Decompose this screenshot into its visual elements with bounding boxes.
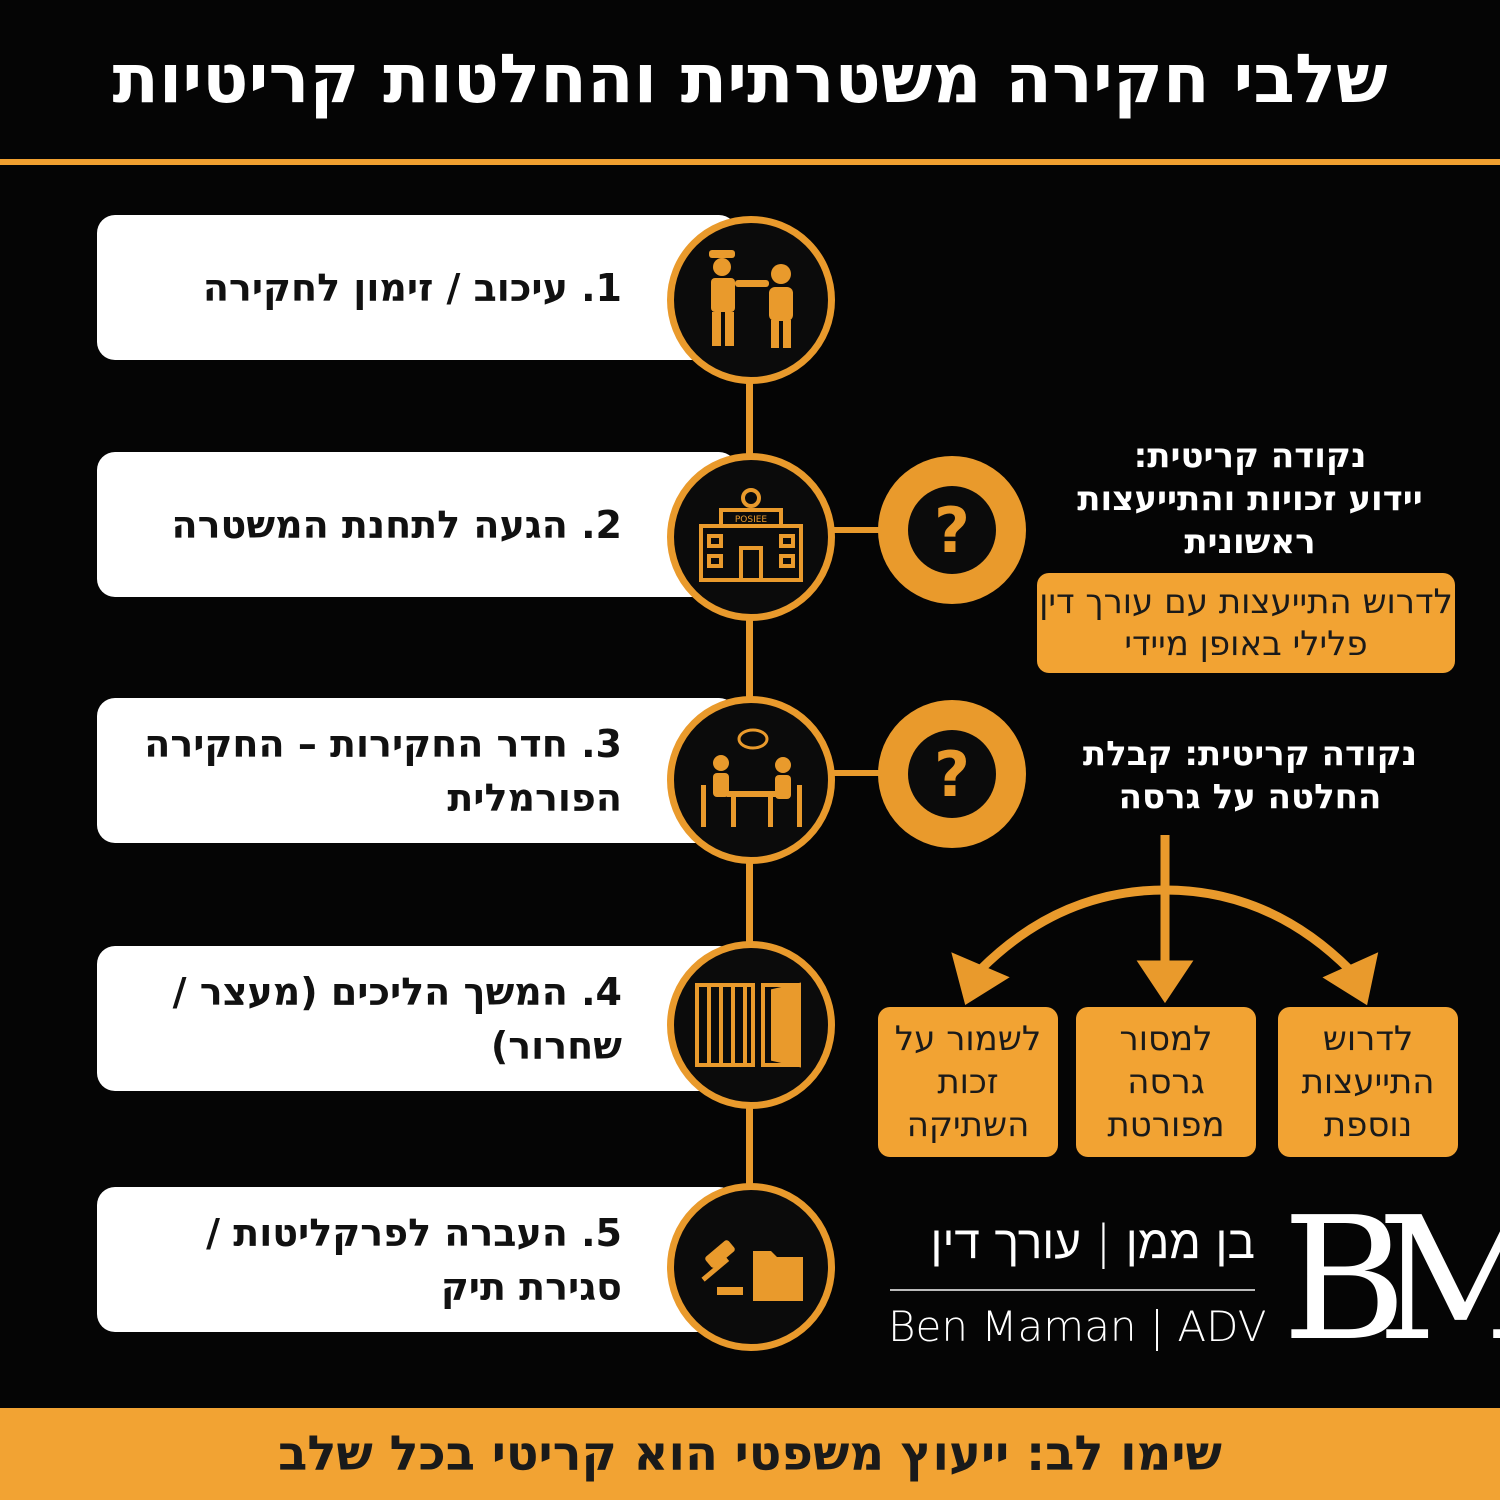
option-further-consultation: לדרוש התייעצות נוספת [1278, 1007, 1458, 1157]
option-silence: לשמור על זכות השתיקה [878, 1007, 1058, 1157]
step-card-2: 2. הגעה לתחנת המשטרה [97, 452, 737, 597]
footer-banner: שימו לב: ייעוץ משפטי הוא קריטי בכל שלב [0, 1408, 1500, 1500]
page-title: שלבי חקירה משטרתית והחלטות קריטיות [112, 40, 1388, 119]
critical-heading: נקודה קריטית: [1133, 436, 1367, 476]
station-sign: POSIEE [735, 515, 768, 525]
advice-box: לדרוש התייעצות עם עורך דין פלילי באופן מ… [1037, 573, 1455, 673]
gavel-folder-icon [667, 1183, 835, 1351]
police-officer-arrest-icon [667, 216, 835, 384]
header-divider [0, 159, 1500, 165]
jail-door-icon [667, 941, 835, 1109]
critical-text-2: נקודה קריטית: קבלת החלטה על גרסה [1082, 734, 1418, 817]
step-label: 1. עיכוב / זימון לחקירה [202, 265, 622, 310]
step-card-1: 1. עיכוב / זימון לחקירה [97, 215, 737, 360]
police-station-icon: POSIEE [667, 453, 835, 621]
step-card-4: 4. המשך הליכים (מעצר / שחרור) [97, 946, 737, 1091]
question-icon: ? [908, 730, 996, 818]
step-label: 2. הגעה לתחנת המשטרה [171, 502, 622, 547]
critical-text-1: נקודה קריטית: יידוע זכויות והתייעצות ראש… [1040, 435, 1460, 564]
critical-point-1: ? [878, 456, 1026, 604]
step-label: 4. המשך הליכים (מעצר / שחרור) [172, 969, 622, 1068]
step-label: 5. העברה לפרקליטות / סגירת תיק [206, 1210, 622, 1309]
logo-hebrew: בן ממן | עורך דין [930, 1215, 1256, 1269]
connector [828, 527, 884, 533]
logo-english: Ben Maman | ADV [888, 1302, 1267, 1351]
step-label: 3. חדר החקירות – החקירה הפורמלית [144, 721, 622, 820]
step-card-5: 5. העברה לפרקליטות / סגירת תיק [97, 1187, 737, 1332]
branch-arrows [951, 835, 1379, 1006]
logo-mark: BM [1282, 1181, 1500, 1379]
connector [828, 770, 884, 776]
question-icon: ? [908, 486, 996, 574]
logo-divider [890, 1289, 1255, 1291]
step-card-3: 3. חדר החקירות – החקירה הפורמלית [97, 698, 737, 843]
option-detailed-version: למסור גרסה מפורטת [1076, 1007, 1256, 1157]
critical-point-2: ? [878, 700, 1026, 848]
interrogation-room-icon [667, 696, 835, 864]
critical-body: יידוע זכויות והתייעצות ראשונית [1077, 479, 1423, 562]
